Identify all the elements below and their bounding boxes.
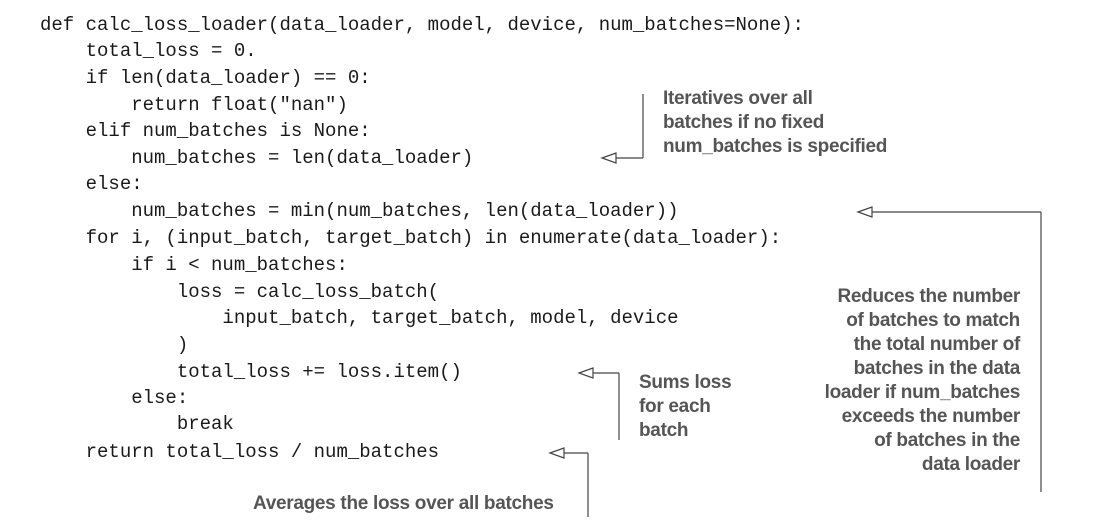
code-line: total_loss += loss.item() — [40, 361, 462, 383]
code-line: num_batches = min(num_batches, len(data_… — [40, 200, 679, 222]
code-line: if i < num_batches: — [40, 254, 348, 276]
annotation-line: data loader — [921, 454, 1020, 475]
annotation-line: Averages the loss over all batches — [253, 493, 554, 514]
annotation-iterates: Iteratives over all batches if no fixed … — [663, 87, 887, 159]
annotation-line: batches if no fixed — [663, 112, 825, 133]
annotation-line: for each — [639, 396, 711, 417]
code-line: loss = calc_loss_batch( — [40, 281, 440, 303]
code-line: return float("nan") — [40, 94, 348, 116]
annotation-line: batch — [639, 420, 689, 441]
code-line: for i, (input_batch, target_batch) in en… — [40, 227, 782, 249]
arrow-head-icon — [600, 152, 617, 164]
annotation-line: the total number of — [853, 334, 1021, 355]
annotation-line: Iteratives over all — [663, 88, 813, 109]
annotation-sums: Sums loss for each batch — [639, 371, 732, 443]
sums-arrow — [577, 367, 620, 440]
annotation-averages: Averages the loss over all batches — [253, 492, 554, 516]
code-line: def calc_loss_loader(data_loader, model,… — [40, 14, 804, 36]
code-line: ) — [40, 334, 189, 356]
annotation-line: batches in the data — [853, 358, 1021, 379]
annotation-line: of batches to match — [846, 310, 1020, 331]
arrow-head-icon — [548, 447, 565, 459]
code-line: else: — [40, 387, 189, 409]
code-line: input_batch, target_batch, model, device — [40, 307, 679, 329]
code-line: break — [40, 413, 234, 435]
annotation-line: of batches in the — [874, 430, 1020, 451]
averages-arrow — [548, 447, 589, 517]
annotation-line: exceeds the number — [841, 406, 1021, 427]
code-line: else: — [40, 173, 143, 195]
arrow-head-icon — [856, 206, 873, 218]
annotation-line: Sums loss — [639, 372, 732, 393]
annotation-reduces: Reduces the number of batches to match t… — [824, 285, 1021, 477]
code-line: num_batches = len(data_loader) — [40, 147, 474, 169]
code-line: return total_loss / num_batches — [40, 441, 440, 463]
arrow-head-icon — [577, 367, 594, 379]
annotation-line: loader if num_batches — [824, 382, 1021, 403]
reduces-arrow — [856, 206, 1042, 492]
annotation-line: Reduces the number — [837, 286, 1020, 307]
code-line: elif num_batches is None: — [40, 120, 371, 142]
code-line: total_loss = 0. — [40, 40, 257, 62]
code-line: if len(data_loader) == 0: — [40, 67, 371, 89]
annotation-line: num_batches is specified — [663, 136, 888, 157]
iterates-arrow — [600, 94, 644, 164]
